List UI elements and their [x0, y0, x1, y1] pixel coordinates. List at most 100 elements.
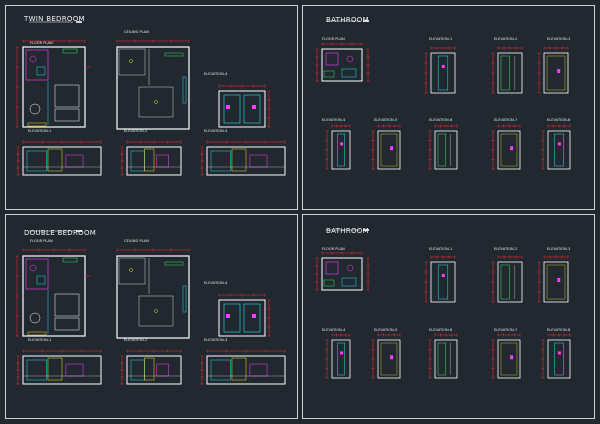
twin-floor-plan-label: FLOOR PLAN	[30, 41, 53, 45]
wall-tile	[380, 342, 398, 376]
ceiling-wall	[116, 46, 190, 130]
elevation-furniture	[156, 154, 169, 168]
room-wall	[22, 46, 86, 128]
bath1-elevation-5-label: ELEVATION-5	[374, 118, 398, 122]
bath-elevation-frame	[331, 130, 351, 170]
elevation-frame	[218, 299, 266, 337]
elevation-frame	[126, 146, 182, 176]
bath1-title: BATHROOM	[326, 16, 369, 24]
bath2-floor-plan-label: FLOOR PLAN	[322, 247, 345, 251]
wall-tile	[546, 55, 566, 91]
bath-elevation-frame	[331, 339, 351, 379]
twin-elevation-1-label: ELEVATION-1	[28, 129, 52, 133]
bath2-elevation-1-label: ELEVATION-1	[429, 247, 453, 251]
bathroom-outline	[25, 49, 49, 81]
fixture	[510, 146, 514, 151]
bath2-elevation-3-label: ELEVATION-3	[547, 247, 571, 251]
bath1-elevation-1-label: ELEVATION-1	[429, 37, 453, 41]
shower	[325, 52, 339, 66]
wall-tile	[546, 264, 566, 300]
curtain-tie	[252, 105, 256, 109]
ceiling-panel	[138, 86, 174, 118]
window	[62, 257, 78, 263]
glass-panel	[337, 133, 345, 167]
fixture	[557, 278, 561, 282]
double-elevation-4-label: ELEVATION-4	[204, 281, 228, 285]
window	[62, 48, 78, 54]
elevation-door	[231, 357, 247, 381]
bath-elevation-frame	[547, 339, 571, 379]
ceiling-light	[129, 268, 133, 272]
twin-bedroom-title: TWIN BEDROOM	[24, 15, 85, 23]
shower-screen	[437, 342, 446, 376]
door	[27, 122, 47, 127]
bath-wall	[321, 48, 363, 82]
ceiling-light	[129, 59, 133, 63]
fixture	[441, 274, 445, 277]
bath-elevation-frame	[430, 52, 456, 94]
glass-panel	[337, 342, 345, 376]
fixture	[340, 142, 344, 146]
fixture	[390, 355, 394, 360]
curtain	[182, 76, 187, 104]
double-elevation-3-label: ELEVATION-3	[204, 338, 228, 342]
twin-elevation-2-label: ELEVATION-2	[124, 129, 148, 133]
elevation-frame	[126, 355, 182, 385]
window-pane	[243, 94, 261, 124]
bath1-elevation-4-label: ELEVATION-4	[322, 118, 346, 122]
fixture	[510, 355, 514, 360]
fixture	[557, 351, 561, 355]
bath2-elevation-7-label: ELEVATION-7	[494, 328, 518, 332]
elevation-door	[231, 148, 247, 172]
bath2-elevation-8-label: ELEVATION-8	[547, 328, 571, 332]
elevation-furniture	[249, 154, 268, 168]
title-bar	[76, 21, 82, 23]
bath2-elevation-6-label: ELEVATION-6	[429, 328, 453, 332]
curtain-tie	[252, 314, 256, 318]
elevation-frame	[22, 146, 102, 176]
bed-2	[54, 317, 80, 331]
ceiling-wall	[116, 255, 190, 339]
elevation-door	[47, 148, 63, 172]
bath1-elevation-8-label: ELEVATION-8	[547, 118, 571, 122]
bed-2	[54, 108, 80, 122]
window-pane	[223, 303, 241, 333]
wc-symbol	[29, 264, 37, 272]
elevation-panel	[210, 359, 231, 381]
bath2-elevation-2-label: ELEVATION-2	[494, 247, 518, 251]
bath2-title: BATHROOM	[326, 227, 369, 235]
elevation-panel	[210, 150, 231, 172]
bath1-elevation-3-label: ELEVATION-3	[547, 37, 571, 41]
shower-screen	[500, 264, 510, 300]
fixture	[557, 142, 561, 146]
glass-panel	[437, 55, 449, 91]
twin-ceiling-plan-label: CEILING PLAN	[124, 30, 149, 34]
curtain	[182, 285, 187, 313]
wall-tile	[500, 342, 518, 376]
bath-elevation-frame	[434, 130, 458, 170]
elevation-frame	[218, 90, 266, 128]
window-pane	[243, 303, 261, 333]
bath1-elevation-6-label: ELEVATION-6	[429, 118, 453, 122]
ceiling-light	[154, 100, 158, 104]
fixture	[340, 351, 344, 355]
glass-panel	[554, 342, 564, 376]
elevation-panel	[26, 359, 47, 381]
fixture	[390, 146, 394, 151]
elevation-furniture	[249, 363, 268, 377]
wc	[346, 55, 354, 63]
wc	[346, 264, 354, 272]
twin-elevation-4-label: ELEVATION-4	[204, 72, 228, 76]
title-bar	[363, 229, 369, 231]
shower-screen	[437, 133, 446, 167]
bed	[54, 84, 80, 108]
elevation-door	[144, 357, 155, 381]
elevation-panel	[130, 359, 145, 381]
vanity	[341, 68, 357, 78]
title-bar	[363, 20, 369, 22]
elevation-furniture	[65, 154, 84, 168]
bath-elevation-frame	[497, 261, 523, 303]
double-ceiling-plan-label: CEILING PLAN	[124, 239, 149, 243]
bed	[54, 293, 80, 317]
bath-elevation-frame	[497, 52, 523, 94]
